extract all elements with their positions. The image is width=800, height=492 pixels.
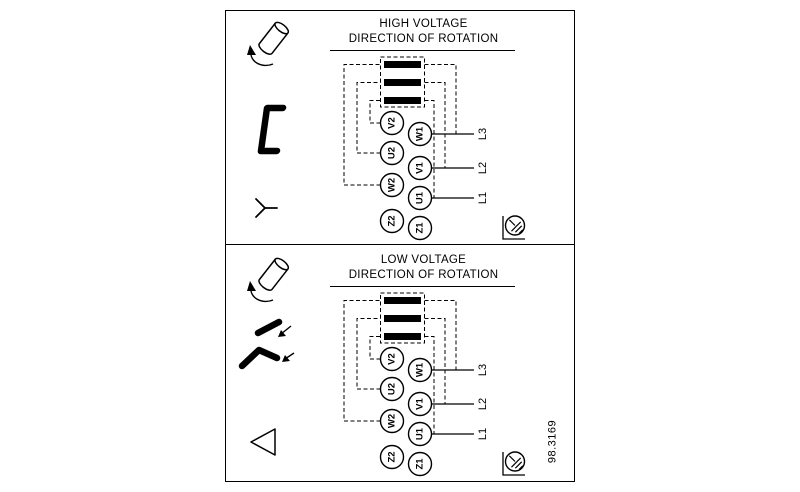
line-label-l1: L1: [477, 192, 489, 204]
link-placement-line: [424, 64, 457, 134]
svg-text:Z2: Z2: [387, 451, 398, 462]
terminal-z1: Z1: [407, 451, 433, 477]
link-placement-line: [424, 82, 446, 168]
protective-earth-icon: [502, 451, 526, 476]
rotation-label: DIRECTION OF ROTATION: [348, 33, 499, 45]
link-placement-line: [424, 336, 435, 434]
svg-text:U1: U1: [415, 191, 426, 204]
line-label-l3: L3: [477, 364, 489, 376]
svg-text:V1: V1: [415, 161, 426, 173]
delta-connection-icon: [250, 428, 276, 456]
link-placement-line: [424, 100, 435, 198]
terminal-w2: W2: [379, 172, 405, 198]
terminal-u1: U1: [407, 185, 433, 211]
arrowhead: [247, 281, 256, 291]
line-label-l3: L3: [477, 128, 489, 140]
link-placement-line: [424, 318, 446, 404]
arrowhead: [282, 355, 290, 362]
terminal-z2: Z2: [379, 444, 405, 470]
jumper-link-bar: [384, 97, 421, 104]
terminal-w2: W2: [379, 408, 405, 434]
svg-text:V1: V1: [415, 397, 426, 409]
panel-title-low: LOW VOLTAGE DIRECTION OF ROTATION: [326, 253, 521, 283]
shaft-rotation-icon: [247, 21, 290, 67]
voltage-label: HIGH VOLTAGE: [379, 18, 468, 30]
jumper-link-bar: [384, 315, 421, 322]
figure-number: 98.3169: [546, 419, 559, 464]
jumper-link-bar: [384, 61, 421, 68]
svg-text:V2: V2: [387, 353, 398, 365]
svg-text:Z1: Z1: [415, 458, 426, 470]
series-link-arrangement-icon: [257, 104, 287, 155]
panel-low-voltage: LOW VOLTAGE DIRECTION OF ROTATION: [226, 247, 574, 481]
svg-text:U1: U1: [415, 427, 426, 440]
protective-earth-icon: [502, 215, 526, 240]
terminal-w1: W1: [407, 357, 433, 383]
link-placement-line: [424, 300, 457, 370]
terminal-u2: U2: [379, 140, 405, 166]
svg-text:W1: W1: [415, 362, 426, 377]
shaft-rotation-icon: [247, 257, 290, 303]
svg-text:Z1: Z1: [415, 222, 426, 234]
title-underline: [330, 50, 515, 51]
svg-text:Z2: Z2: [387, 215, 398, 226]
panel-high-voltage: HIGH VOLTAGE DIRECTION OF ROTATION: [226, 11, 574, 245]
jumper-link-bar: [384, 333, 421, 340]
terminal-u1: U1: [407, 421, 433, 447]
arrowhead: [278, 330, 286, 337]
svg-text:W2: W2: [387, 178, 398, 192]
terminal-z2: Z2: [379, 208, 405, 234]
star-connection-icon: [255, 198, 278, 218]
terminal-v2: V2: [379, 346, 405, 372]
terminal-v1: V1: [407, 391, 433, 417]
line-label-l2: L2: [477, 162, 489, 174]
terminal-v1: V1: [407, 155, 433, 181]
link-placement-line: [369, 336, 381, 360]
jumper-link-bar: [384, 297, 421, 304]
arrowhead: [247, 45, 256, 55]
link-placement-line: [356, 82, 381, 154]
link-placement-line: [356, 318, 381, 390]
jumper-link-bar: [384, 79, 421, 86]
line-label-l2: L2: [477, 398, 489, 410]
svg-text:W1: W1: [415, 126, 426, 141]
terminal-w1: W1: [407, 121, 433, 147]
panel-title-high: HIGH VOLTAGE DIRECTION OF ROTATION: [326, 17, 521, 47]
terminal-diagram-high: L3 L2 L1 V2 U2 W2 Z2 W1: [343, 56, 526, 241]
line-label-l1: L1: [477, 428, 489, 440]
terminal-z1: Z1: [407, 215, 433, 241]
svg-text:U2: U2: [387, 383, 398, 395]
svg-text:V2: V2: [387, 117, 398, 129]
diagram-frame: HIGH VOLTAGE DIRECTION OF ROTATION: [225, 10, 575, 482]
link-placement-line: [369, 100, 381, 124]
parallel-link-arrangement-icon: [238, 318, 295, 370]
terminal-u2: U2: [379, 376, 405, 402]
rotation-label: DIRECTION OF ROTATION: [348, 269, 499, 281]
terminal-diagram-low: L3 L2 L1 V2 U2 W2 Z2 W1: [343, 292, 526, 477]
title-underline: [330, 286, 515, 287]
terminal-v2: V2: [379, 110, 405, 136]
voltage-label: LOW VOLTAGE: [380, 254, 467, 266]
svg-text:W2: W2: [387, 414, 398, 428]
svg-text:U2: U2: [387, 147, 398, 159]
